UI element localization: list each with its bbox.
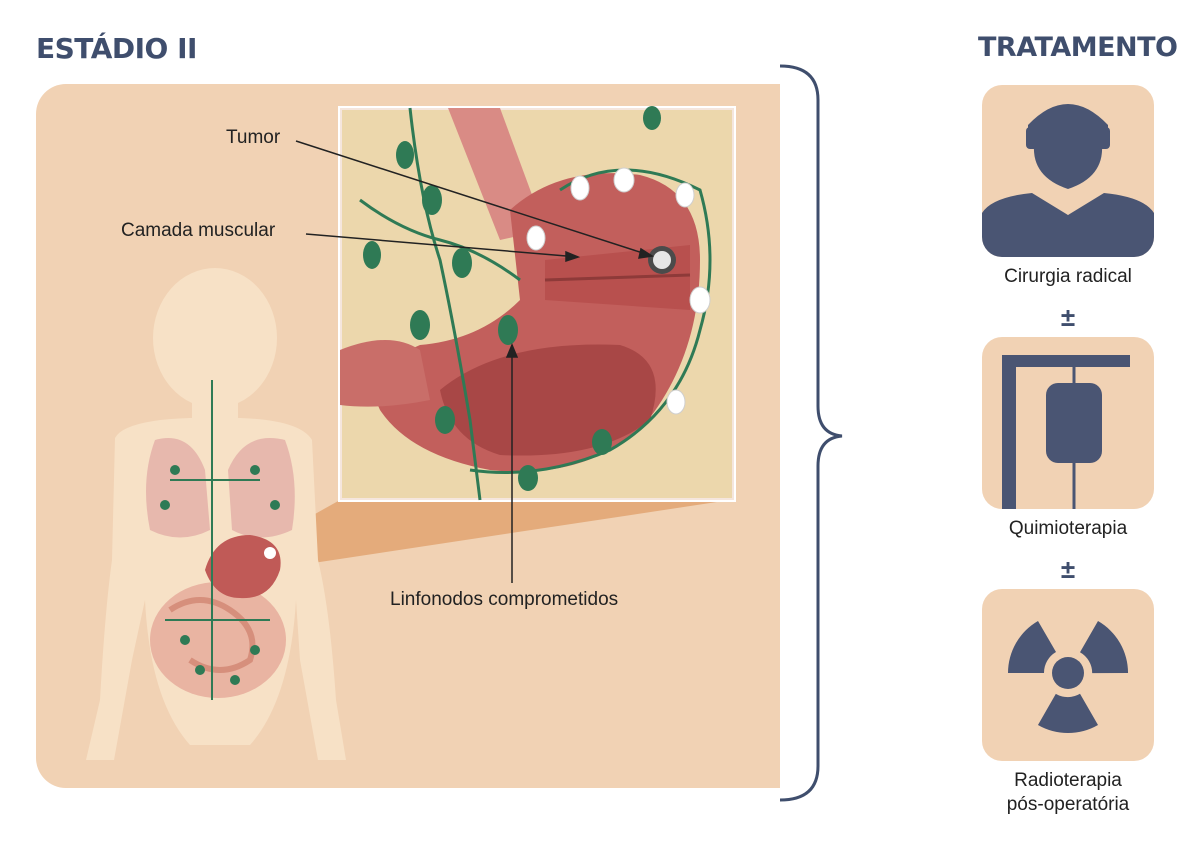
zoom-wedge (265, 500, 730, 565)
surgery-tile (982, 85, 1154, 257)
intestines (150, 582, 286, 698)
surgery-label: Cirurgia radical (1004, 266, 1132, 287)
body-lymph-network (160, 380, 280, 700)
radiotherapy-label-line2: pós-operatória (1006, 794, 1130, 815)
iv-bag-icon (1002, 355, 1130, 509)
plus-minus-separator: ± (1060, 302, 1076, 332)
left-lung (146, 438, 210, 538)
muscle-layer-label: Camada muscular (121, 220, 276, 241)
chemotherapy-tile (982, 337, 1154, 509)
radiation-icon (1008, 621, 1129, 734)
muscle-leader-line (305, 233, 579, 258)
lymph-nodes-label: Linfonodos comprometidos (390, 589, 619, 610)
radiotherapy-label-line1: Radioterapia (1014, 770, 1122, 791)
plus-minus-separator: ± (1060, 554, 1076, 584)
magnified-inset (338, 106, 736, 502)
tumor-label: Tumor (226, 127, 281, 148)
tumor-leader-line (295, 140, 653, 257)
surgeon-icon (982, 104, 1154, 257)
stage-title: ESTÁDIO II (36, 32, 197, 65)
chemotherapy-label: Quimioterapia (1008, 518, 1128, 539)
small-stomach (205, 535, 281, 599)
radiotherapy-label: Radioterapia pós-operatória (960, 769, 1176, 817)
treatment-title: TRATAMENTO (978, 32, 1178, 63)
radiotherapy-tile (982, 589, 1154, 761)
curly-brace (779, 64, 843, 802)
right-lung (228, 438, 295, 538)
